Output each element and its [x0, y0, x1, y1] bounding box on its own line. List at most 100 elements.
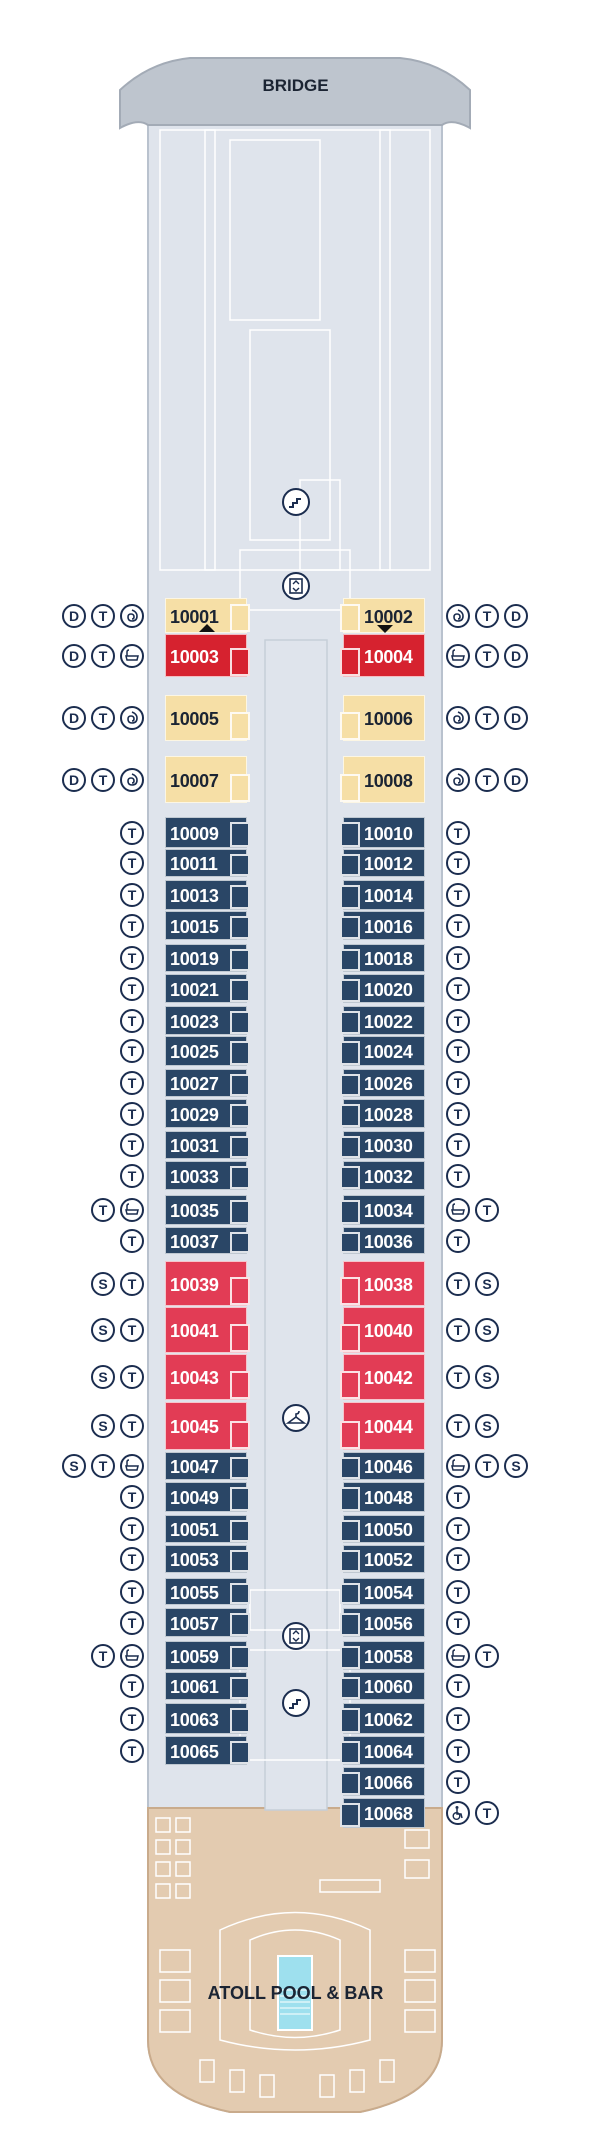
t-badge-icon: T: [120, 1517, 144, 1541]
cabin-10025[interactable]: 10025: [165, 1036, 250, 1066]
cabin-10035[interactable]: 10035: [165, 1195, 250, 1225]
t-badge-icon: T: [120, 1579, 144, 1604]
cabin-balcony: [230, 1104, 250, 1127]
s-badge-icon: S: [475, 1414, 499, 1438]
cabin-10062[interactable]: 10062: [340, 1703, 425, 1734]
cabin-10066[interactable]: 10066: [340, 1767, 425, 1796]
cabin-number: 10039: [170, 1274, 219, 1295]
cabin-10032[interactable]: 10032: [340, 1161, 425, 1190]
cabin-10053[interactable]: 10053: [165, 1545, 250, 1573]
cabin-10018[interactable]: 10018: [340, 944, 425, 972]
cabin-10052[interactable]: 10052: [340, 1545, 425, 1573]
cabin-10011[interactable]: 10011: [165, 849, 250, 877]
cabin-balcony: [230, 1200, 250, 1224]
cabin-10059[interactable]: 10059: [165, 1641, 250, 1670]
cabin-10046[interactable]: 10046: [340, 1452, 425, 1480]
cabin-balcony: [340, 1772, 360, 1795]
cabin-10056[interactable]: 10056: [340, 1608, 425, 1637]
cabin-10007[interactable]: 10007: [165, 756, 250, 803]
cabin-10038[interactable]: 10038: [340, 1261, 425, 1306]
cabin-number: 10031: [170, 1136, 219, 1156]
cabin-10008[interactable]: 10008: [340, 756, 425, 803]
cabin-10003[interactable]: 10003: [165, 634, 250, 677]
cabin-10043[interactable]: 10043: [165, 1354, 250, 1400]
cabin-10006[interactable]: 10006: [340, 695, 425, 741]
cabin-10044[interactable]: 10044: [340, 1402, 425, 1450]
cabin-10051[interactable]: 10051: [165, 1515, 250, 1543]
cabin-number: 10047: [170, 1457, 219, 1477]
cabin-10060[interactable]: 10060: [340, 1672, 425, 1700]
cabin-10020[interactable]: 10020: [340, 974, 425, 1003]
cabin-10057[interactable]: 10057: [165, 1608, 250, 1637]
cabin-10047[interactable]: 10047: [165, 1452, 250, 1480]
cabin-balcony: [340, 1104, 360, 1127]
cabin-10037[interactable]: 10037: [165, 1227, 250, 1254]
cabin-10034[interactable]: 10034: [340, 1195, 425, 1225]
cabin-10027[interactable]: 10027: [165, 1069, 250, 1097]
cabin-10028[interactable]: 10028: [340, 1099, 425, 1128]
cabin-10031[interactable]: 10031: [165, 1131, 250, 1159]
cabin-10015[interactable]: 10015: [165, 911, 250, 940]
cabin-10001[interactable]: 10001: [165, 598, 250, 633]
cabin-10014[interactable]: 10014: [340, 880, 425, 910]
cabin-balcony: [230, 604, 250, 632]
t-badge-icon: T: [446, 1008, 470, 1033]
cabin-10036[interactable]: 10036: [340, 1227, 425, 1254]
cabin-10012[interactable]: 10012: [340, 849, 425, 877]
cabin-10029[interactable]: 10029: [165, 1099, 250, 1128]
cabin-10039[interactable]: 10039: [165, 1261, 250, 1306]
cabin-10050[interactable]: 10050: [340, 1515, 425, 1543]
cabin-10064[interactable]: 10064: [340, 1736, 425, 1765]
cabin-10068[interactable]: 10068: [340, 1798, 425, 1828]
pool-lines: [280, 1989, 310, 2015]
cabin-10041[interactable]: 10041: [165, 1307, 250, 1353]
triangle-down-icon: [377, 625, 393, 633]
t-badge-icon: T: [446, 913, 470, 938]
s-badge-icon: S: [475, 1318, 499, 1342]
cabin-10004[interactable]: 10004: [340, 634, 425, 677]
cabin-balcony: [230, 648, 250, 676]
cabin-balcony: [230, 1421, 250, 1449]
cabin-10002[interactable]: 10002: [340, 598, 425, 633]
cabin-10063[interactable]: 10063: [165, 1703, 250, 1734]
cabin-balcony: [340, 1041, 360, 1065]
cabin-10049[interactable]: 10049: [165, 1482, 250, 1512]
pool-bar-label: ATOLL POOL & BAR: [207, 1983, 384, 2003]
t-badge-icon: T: [475, 1801, 499, 1825]
cabin-10055[interactable]: 10055: [165, 1578, 250, 1605]
d-badge-icon: D: [504, 603, 528, 628]
cabin-10024[interactable]: 10024: [340, 1036, 425, 1066]
cabin-10019[interactable]: 10019: [165, 944, 250, 972]
cabin-10005[interactable]: 10005: [165, 695, 250, 741]
cabin-10042[interactable]: 10042: [340, 1354, 425, 1400]
bathtub-icon: [446, 1454, 470, 1478]
cabin-10026[interactable]: 10026: [340, 1069, 425, 1097]
cabin-10010[interactable]: 10010: [340, 817, 425, 848]
cabin-number: 10056: [364, 1613, 413, 1634]
cabin-10065[interactable]: 10065: [165, 1736, 250, 1765]
spa-icon: [446, 767, 470, 792]
cabin-10021[interactable]: 10021: [165, 974, 250, 1003]
t-badge-icon: T: [446, 1271, 470, 1296]
cabin-10030[interactable]: 10030: [340, 1131, 425, 1159]
spa-icon: [446, 603, 470, 628]
cabin-10061[interactable]: 10061: [165, 1672, 250, 1700]
t-badge-icon: T: [120, 1547, 144, 1571]
cabin-10023[interactable]: 10023: [165, 1006, 250, 1035]
cabin-number: 10046: [364, 1457, 413, 1477]
cabin-number: 10037: [170, 1231, 219, 1252]
cabin-number: 10019: [170, 949, 219, 969]
cabin-10013[interactable]: 10013: [165, 880, 250, 910]
cabin-10058[interactable]: 10058: [340, 1641, 425, 1670]
t-badge-icon: T: [91, 1198, 115, 1222]
t-badge-icon: T: [120, 1738, 144, 1763]
cabin-10048[interactable]: 10048: [340, 1482, 425, 1512]
cabin-10040[interactable]: 10040: [340, 1307, 425, 1353]
cabin-10054[interactable]: 10054: [340, 1578, 425, 1605]
cabin-10009[interactable]: 10009: [165, 817, 250, 848]
cabin-10033[interactable]: 10033: [165, 1161, 250, 1190]
cabin-10022[interactable]: 10022: [340, 1006, 425, 1035]
cabin-10045[interactable]: 10045: [165, 1402, 250, 1450]
cabin-10016[interactable]: 10016: [340, 911, 425, 940]
cabin-balcony: [230, 1741, 250, 1764]
